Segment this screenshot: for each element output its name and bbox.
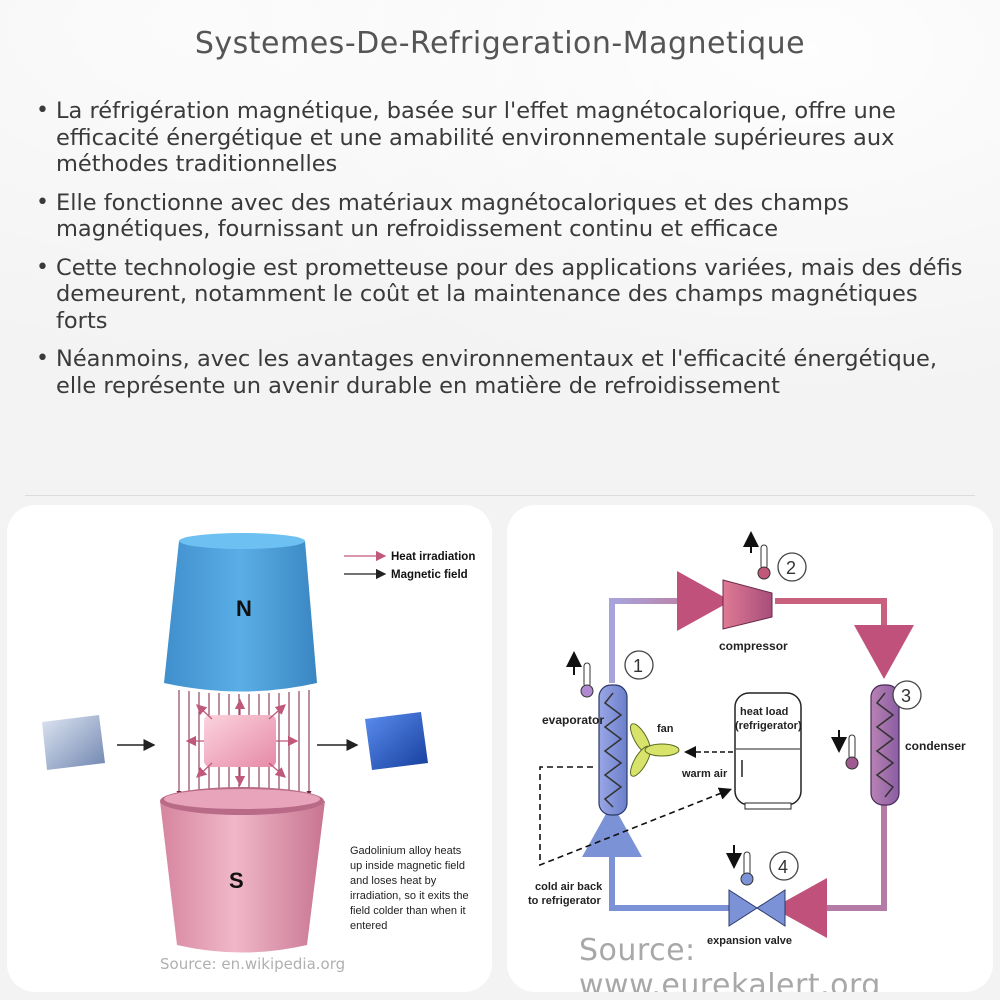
- magnetocaloric-diagram: N: [42, 533, 475, 953]
- bullet-dot: •: [36, 189, 49, 215]
- page-title: Systemes-De-Refrigeration-Magnetique: [194, 26, 806, 61]
- step-number: 2: [786, 558, 796, 578]
- output-sample: [365, 712, 428, 770]
- thermometer-icon: [743, 531, 771, 580]
- source-credit-left: Source: en.wikipedia.org: [160, 955, 346, 973]
- bullet-dot: •: [36, 254, 49, 280]
- pipe-compressor-to-condenser: [775, 598, 914, 679]
- expansion-valve-label: expansion valve: [707, 935, 792, 947]
- bullet-item: • Elle fonctionne avec des matériaux magn…: [32, 190, 972, 243]
- refrigeration-cycle-diagram: compressor condenser evaporator expansio…: [528, 531, 966, 947]
- bullet-item: • Néanmoins, avec les avantages environne…: [32, 346, 972, 399]
- input-sample: [42, 715, 105, 770]
- to-refrigerator-label: to refrigerator: [528, 895, 601, 907]
- step-circle: [624, 650, 654, 680]
- bullet-item: • La réfrigération magnétique, basée sur …: [32, 98, 972, 178]
- cold-air-label: cold air back: [535, 881, 603, 893]
- south-magnet: [160, 787, 325, 953]
- step-number: 1: [633, 656, 643, 676]
- warm-air-label: warm air: [681, 768, 728, 780]
- bullet-text: Elle fonctionne avec des matériaux magné…: [56, 189, 850, 243]
- refrigerant-pipes: [582, 571, 914, 938]
- figure-caption: Gadolinium alloy heats up inside magneti…: [350, 845, 469, 932]
- bullet-item: • Cette technologie est prometteuse pour …: [32, 255, 972, 335]
- bullet-dot: •: [36, 98, 49, 123]
- source-credit-right: Source: www.eurekalert.org: [579, 933, 881, 992]
- caption-line: entered: [350, 920, 387, 932]
- compressor: [722, 579, 773, 630]
- thermometer-icon: [831, 730, 859, 770]
- north-magnet: [164, 533, 317, 692]
- refrigerator-label: (refrigerator): [735, 720, 802, 732]
- pipe-valve-to-evaporator: [582, 803, 729, 911]
- bullet-text: La réfrigération magnétique, basée sur l…: [56, 98, 896, 177]
- compressor-label: compressor: [719, 639, 788, 653]
- heated-sample: [204, 715, 276, 767]
- cold-air-path: [539, 766, 732, 867]
- refrigerator-icon: [734, 692, 802, 810]
- condenser-label: condenser: [905, 739, 966, 753]
- caption-line: and loses heat by: [350, 875, 437, 887]
- caption-line: field colder than when it: [350, 905, 466, 917]
- bullet-list: • La réfrigération magnétique, basée sur …: [32, 98, 972, 411]
- section-divider: [25, 495, 975, 496]
- step-circle: [769, 851, 799, 881]
- legend-field-label: Magnetic field: [391, 569, 468, 581]
- bullet-dot: •: [36, 346, 49, 371]
- thermometer-icon: [566, 651, 594, 698]
- refrigeration-cycle-card: compressor condenser evaporator expansio…: [507, 505, 993, 992]
- pipe-evaporator-to-compressor: [609, 571, 731, 683]
- bullet-text: Néanmoins, avec les avantages environnem…: [56, 346, 938, 399]
- evaporator: [598, 684, 628, 816]
- caption-line: irradiation, so it exits the: [350, 890, 469, 902]
- fan-label: fan: [657, 723, 674, 735]
- bullet-text: Cette technologie est prometteuse pour d…: [56, 254, 963, 334]
- caption-line: up inside magnetic field: [350, 860, 465, 872]
- background-texture: [0, 0, 1000, 500]
- thermometer-icon: [726, 845, 754, 886]
- step-circle: [777, 552, 807, 582]
- legend: Heat irradiation Magnetic field: [344, 550, 475, 581]
- pipe-condenser-to-valve: [773, 805, 887, 938]
- north-pole-label: N: [236, 596, 252, 621]
- legend-heat-label: Heat irradiation: [391, 551, 475, 563]
- heat-irradiation-arrows: [185, 698, 299, 787]
- south-pole-label: S: [229, 868, 244, 893]
- heat-load-label: heat load: [740, 706, 788, 718]
- caption-line: Gadolinium alloy heats: [350, 845, 462, 857]
- magnetocaloric-figure-card: N: [7, 505, 492, 992]
- step-number: 3: [901, 686, 911, 706]
- fan-icon: [630, 723, 680, 777]
- step-circle: [892, 680, 922, 710]
- expansion-valve: [728, 889, 786, 927]
- step-number: 4: [778, 857, 788, 877]
- condenser: [870, 684, 900, 806]
- evaporator-label: evaporator: [542, 713, 604, 727]
